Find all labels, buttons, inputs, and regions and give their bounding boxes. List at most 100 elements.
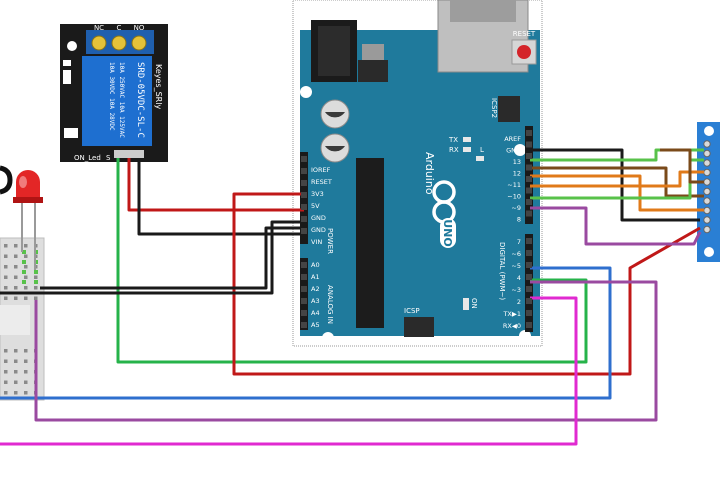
tx-label: TX <box>448 136 458 144</box>
digital-socket <box>526 274 532 280</box>
terminal-no-label: NO <box>134 24 145 32</box>
wire-pink-d2 <box>0 296 578 446</box>
breadboard-hole <box>14 275 18 279</box>
power-socket <box>301 228 307 234</box>
digital-header-high <box>525 126 533 224</box>
breadboard-hole <box>4 370 8 374</box>
relay-cube-text: SRD-05VDC-SL-C 10A 250VAC 10A 125VAC 10A… <box>108 62 145 138</box>
breadboard-hole <box>4 244 8 248</box>
digital-socket <box>526 250 532 256</box>
relay-model-label: Keyes_SRly <box>154 64 163 109</box>
tx-led <box>463 137 471 142</box>
relay-pin-header <box>114 150 144 158</box>
power-pin-label-5: GND <box>311 226 326 234</box>
power-pin-label-3: 5V <box>311 202 320 210</box>
icsp2-label: ICSP2 <box>490 98 498 118</box>
wire-blue-d5 <box>0 266 612 400</box>
breadboard-hole <box>4 380 8 384</box>
arduino-outline <box>292 0 543 347</box>
terminal-screw-c <box>111 35 127 51</box>
digital-title: DIGITAL (PWM~) <box>498 242 506 300</box>
analog-pin-label-2: A2 <box>311 285 320 293</box>
analog-socket <box>301 322 307 328</box>
breadboard-hole <box>14 359 18 363</box>
breadboard-hole-active <box>34 270 38 274</box>
digital-socket <box>526 210 532 217</box>
power-title: POWER <box>326 228 334 254</box>
breadboard-hole <box>4 275 8 279</box>
module-mount-bottom <box>704 247 714 257</box>
analog-socket <box>301 262 307 268</box>
led-rim <box>13 197 43 203</box>
dc-jack-inner <box>318 26 350 76</box>
breadboard-hole <box>24 286 28 290</box>
wire-10-orange <box>530 170 704 188</box>
uno-badge <box>440 218 456 248</box>
capacitor-2-mark <box>325 146 345 152</box>
breadboard-hole <box>4 286 8 290</box>
breadboard-hole <box>14 391 18 395</box>
digital-socket <box>526 130 532 136</box>
breadboard-hole-active <box>34 280 38 284</box>
breadboard-hole <box>14 370 18 374</box>
breadboard-hole <box>24 370 28 374</box>
power-socket <box>301 180 307 186</box>
wire-relay-vcc <box>127 158 304 212</box>
analog-title: ANALOG IN <box>326 285 334 324</box>
power-socket <box>301 156 307 162</box>
digital-pin-label-high-1: GND <box>506 147 521 155</box>
breadboard-hole <box>24 296 28 300</box>
relay-rating-2: 10A 30VDC 10A 28VDC <box>108 62 115 131</box>
digital-header-low <box>525 234 533 332</box>
analog-socket <box>301 286 307 292</box>
breadboard-hole <box>24 391 28 395</box>
wire-gnd-black-led <box>0 220 304 295</box>
icsp2-header <box>498 96 520 122</box>
analog-pin-label-4: A4 <box>311 309 320 317</box>
power-pin-label-0: IOREF <box>311 166 331 174</box>
wire-3v3-red <box>232 192 701 376</box>
wire-relay-gnd <box>137 158 304 236</box>
wire-stub <box>0 165 13 195</box>
analog-pin-label-1: A1 <box>311 273 320 281</box>
breadboard-hole <box>4 296 8 300</box>
analog-pin-label-3: A3 <box>311 297 320 305</box>
breadboard-hole <box>14 349 18 353</box>
mount-hole-3 <box>300 86 312 98</box>
reset-button-cap <box>517 45 531 59</box>
usb-port <box>450 0 516 22</box>
digital-pin-label-low-5: 2 <box>517 298 521 306</box>
module-mount-top <box>704 126 714 136</box>
module-pin <box>703 178 711 186</box>
digital-pin-label-high-4: ~11 <box>507 181 521 189</box>
relay-part-number: SRD-05VDC-SL-C <box>135 62 145 138</box>
breadboard-hole <box>4 254 8 258</box>
breadboard-hole-active <box>22 280 26 284</box>
digital-pin-label-low-0: 7 <box>517 238 521 246</box>
capacitor-1-mark <box>325 112 345 118</box>
power-socket <box>301 192 307 198</box>
l-label: L <box>480 146 484 154</box>
wire-11-orange <box>530 174 704 212</box>
breadboard-hole <box>14 296 18 300</box>
breadboard-hole-active <box>22 250 26 254</box>
peripheral-module <box>697 122 720 262</box>
uno-text: UNO <box>441 219 454 247</box>
breadboard-hole <box>34 286 38 290</box>
rx-led <box>463 147 471 152</box>
power-socket <box>301 204 307 210</box>
wires <box>0 148 704 446</box>
digital-pin-label-high-6: ~9 <box>511 204 521 212</box>
power-pin-label-2: 3V3 <box>311 190 324 198</box>
icsp-header <box>404 317 434 337</box>
breadboard-hole <box>24 380 28 384</box>
relay-diode <box>63 60 71 84</box>
arduino-brand-text: Arduino <box>423 152 436 195</box>
digital-socket <box>526 286 532 292</box>
mount-hole-5 <box>519 330 531 342</box>
relay-mount-hole <box>67 41 77 51</box>
breadboard-hole <box>4 391 8 395</box>
terminal-screw-no <box>131 35 147 51</box>
